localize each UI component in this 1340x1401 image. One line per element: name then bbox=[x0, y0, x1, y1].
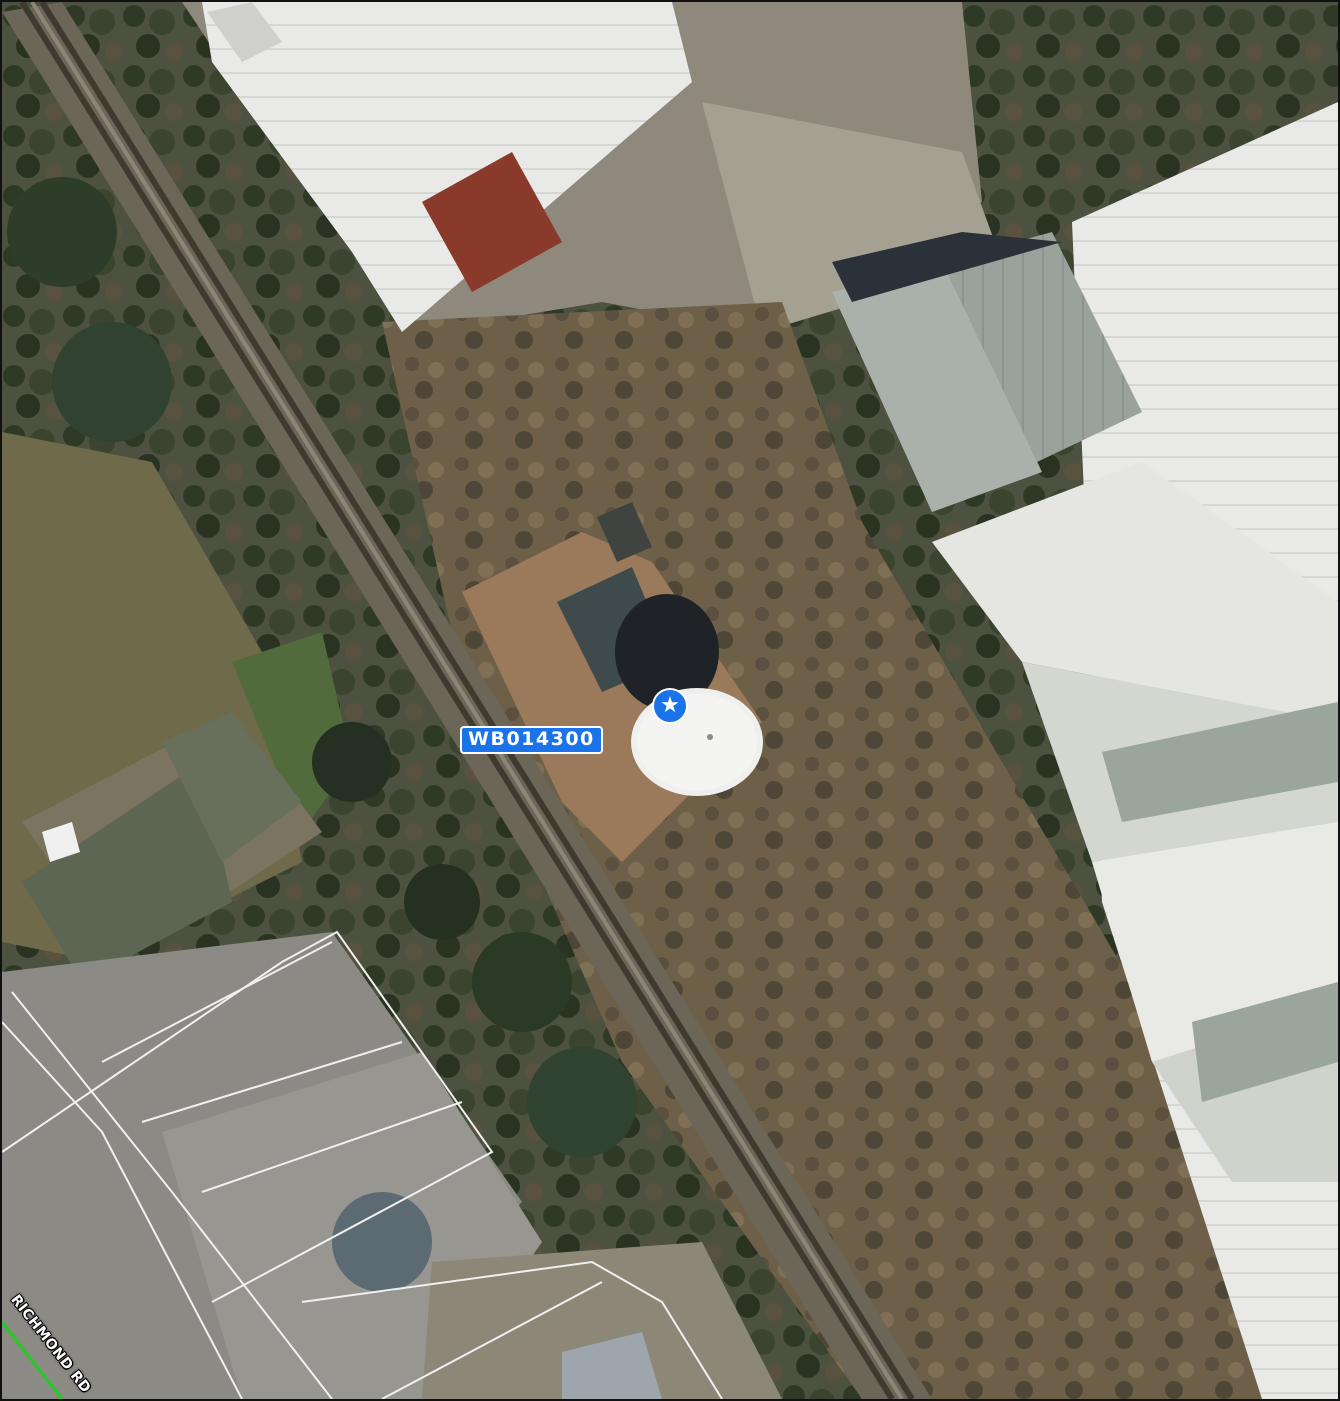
road-line bbox=[2, 1321, 64, 1399]
site-marker[interactable]: ★ WB014300 bbox=[460, 688, 696, 754]
parcel-lines bbox=[2, 930, 723, 1399]
site-label[interactable]: WB014300 bbox=[460, 726, 603, 754]
star-icon[interactable]: ★ bbox=[652, 688, 688, 724]
